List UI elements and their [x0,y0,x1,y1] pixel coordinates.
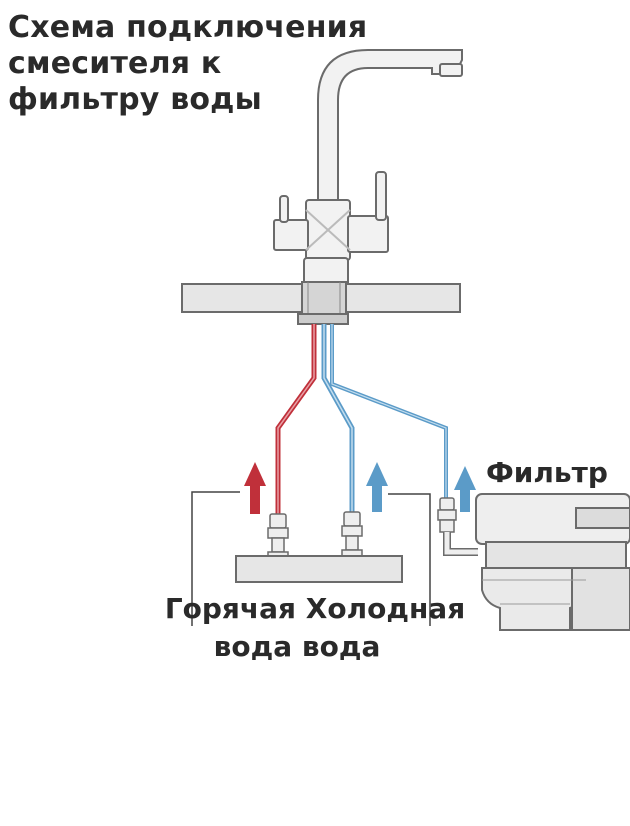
hot-flow-arrow-icon [244,462,266,514]
faucet [273,49,463,287]
cold-water-label: Холодная [305,592,466,625]
filter-housing-right [571,567,630,631]
water-supply-pipe [235,555,403,583]
cold-valve [341,511,363,557]
cold-flow-arrow-icon [366,462,388,512]
faucet-left-handle [279,195,289,223]
filter-inlet-fitting [437,497,478,556]
hot-water-label: Горячая [164,592,297,625]
filter-label: Фильтр [486,456,608,489]
hot-label-leader [191,491,240,626]
title-line-3: фильтру воды [8,82,262,117]
diagram-title: Схема подключения смесителя к фильтру во… [8,10,367,118]
filter-flow-arrow-icon [454,466,476,512]
faucet-right-handle [375,171,387,221]
faucet-right-lever [347,215,389,253]
filtered-water-hose [330,324,448,500]
hot-valve [267,513,289,559]
faucet-left-lever [273,219,309,251]
title-line-1: Схема подключения [8,10,368,45]
mounting-nut [301,281,347,317]
faucet-aerator [439,63,463,77]
water-labels-row-1: Горячая Холодная [0,590,630,628]
mounting-nut-bottom [297,313,349,325]
water-labels-row-2: вода вода [0,628,630,666]
cold-label-leader [388,493,431,626]
cold-water-label-2: вода [301,630,381,663]
water-labels: Горячая Холодная вода вода [0,590,630,666]
hot-water-label-2: вода [213,630,293,663]
title-line-2: смесителя к [8,46,222,81]
filter-unit [475,493,630,631]
filter-body [485,541,627,569]
